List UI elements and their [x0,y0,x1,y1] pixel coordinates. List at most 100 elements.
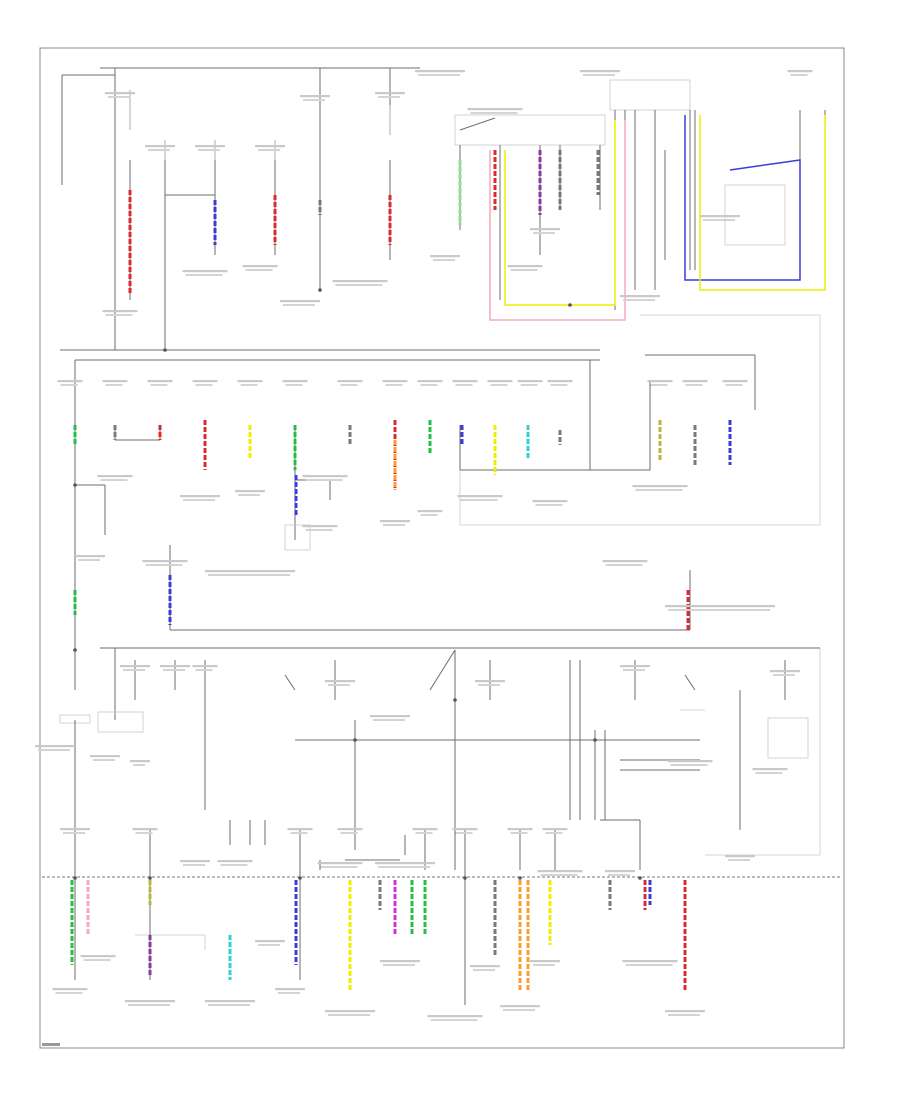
label-mark-line-63 [93,759,115,761]
label-mark-line-17 [790,74,808,76]
label-mark-line-33 [550,384,568,386]
label-mark-64 [130,760,150,763]
label-mark-30 [452,380,478,383]
label-mark-39 [235,490,265,493]
label-mark-line-21 [60,384,78,386]
label-mark-line-77 [540,874,578,876]
label-mark-16 [580,70,620,73]
label-mark-57 [620,665,650,668]
label-mark-line-16 [583,74,615,76]
label-mark-line-8 [185,274,223,276]
label-mark-20 [620,295,660,298]
splice-point-3 [318,288,322,292]
label-mark-line-93 [258,944,280,946]
label-mark-8 [182,270,228,273]
label-mark-34 [647,380,673,383]
label-mark-line-64 [133,764,145,766]
label-mark-line-55 [328,684,350,686]
label-mark-25 [237,380,263,383]
label-mark-72 [452,828,478,831]
label-mark-line-62 [38,749,70,751]
label-mark-line-22 [105,384,123,386]
label-mark-line-59 [373,719,405,721]
label-mark-21 [57,380,83,383]
middle-section [74,354,820,690]
label-mark-61 [752,768,788,771]
label-mark-line-87 [430,1019,478,1021]
label-mark-line-45 [535,504,563,506]
label-mark-80 [52,988,88,991]
label-mark-87 [427,1015,483,1018]
label-mark-54 [192,665,218,668]
label-mark-line-12 [433,259,455,261]
label-mark-line-3 [198,149,220,151]
label-mark-89 [500,1005,540,1008]
label-mark-27 [337,380,363,383]
top-section [60,67,826,525]
label-mark-line-13 [510,269,538,271]
label-mark-53 [160,665,190,668]
label-mark-76 [317,862,363,865]
label-mark-line-46 [635,489,683,491]
label-mark-line-4 [258,149,280,151]
label-mark-line-75 [378,866,430,868]
label-mark-7 [102,310,138,313]
label-mark-line-29 [420,384,438,386]
label-mark-9 [242,265,278,268]
label-mark-line-53 [163,669,185,671]
label-mark-line-5 [303,99,325,101]
label-mark-42 [380,520,410,523]
splice-group [73,288,642,880]
loop-wire-1 [489,120,626,321]
label-mark-line-85 [328,1014,370,1016]
label-mark-line-42 [383,524,405,526]
label-mark-73 [507,828,533,831]
splice-point-5 [73,648,77,652]
label-mark-line-70 [340,832,358,834]
label-mark-line-71 [415,832,433,834]
label-mark-13 [507,265,543,268]
label-mark-51 [665,605,775,608]
splice-point-11 [463,876,467,880]
label-mark-line-44 [460,499,498,501]
label-mark-line-90 [533,964,555,966]
label-mark-line-80 [55,992,83,994]
splice-point-4 [568,303,572,307]
splice-point-8 [593,738,597,742]
label-mark-1 [105,92,135,95]
label-mark-10 [280,300,320,303]
label-mark-58 [770,670,800,673]
label-mark-38 [180,495,220,498]
label-mark-line-15 [703,219,735,221]
splice-point-10 [298,876,302,880]
label-mark-line-79 [728,859,750,861]
label-mark-43 [417,510,443,513]
label-mark-26 [282,380,308,383]
label-mark-65 [60,828,90,831]
label-mark-45 [532,500,568,503]
label-mark-78 [605,870,635,873]
label-mark-86 [380,960,420,963]
loop-wire-4 [699,115,826,291]
label-mark-55 [325,680,355,683]
label-mark-line-20 [623,299,655,301]
label-mark-22 [102,380,128,383]
label-mark-19 [467,108,523,111]
label-mark-line-48 [145,564,183,566]
label-mark-40 [302,475,348,478]
label-mark-line-89 [503,1009,535,1011]
label-mark-line-39 [238,494,260,496]
label-mark-15 [700,215,740,218]
label-mark-71 [412,828,438,831]
splice-point-2 [73,483,77,487]
label-mark-33 [547,380,573,383]
label-mark-3 [195,145,225,148]
label-mark-line-24 [195,384,213,386]
label-mark-line-6 [378,96,400,98]
label-mark-line-56 [478,684,500,686]
label-mark-line-78 [608,874,630,876]
label-mark-line-73 [510,832,528,834]
splice-point-13 [148,876,152,880]
label-mark-line-76 [320,866,358,868]
